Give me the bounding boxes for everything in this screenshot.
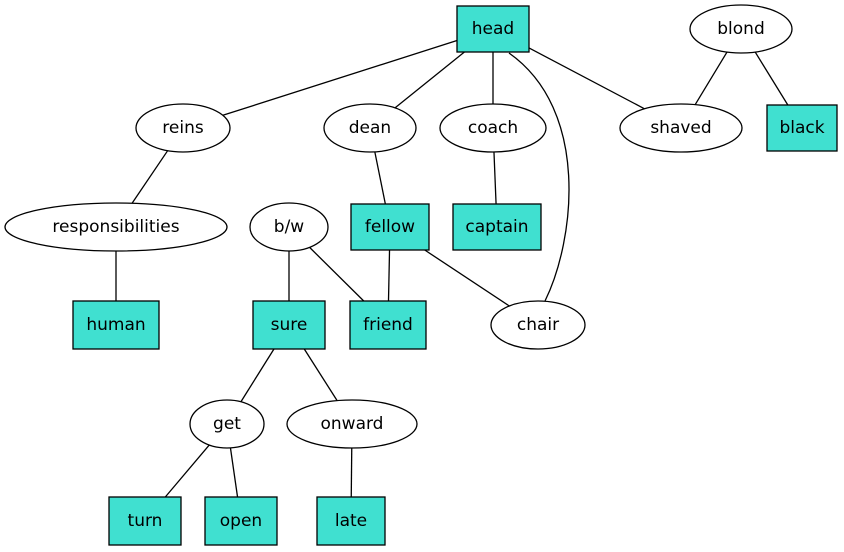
node-bw: b/w <box>249 202 329 252</box>
edge-head-dean <box>394 51 465 109</box>
node-onward: onward <box>286 399 418 449</box>
node-shaved-ellipse <box>619 103 743 153</box>
node-responsibilities-ellipse <box>4 202 228 252</box>
node-friend-label: friend <box>363 315 413 335</box>
edges-layer <box>115 39 789 498</box>
edge-head-chair <box>508 52 570 302</box>
node-dean-label: dean <box>349 118 391 138</box>
node-reins-label: reins <box>162 118 204 138</box>
node-head: head <box>456 5 530 53</box>
node-open-label: open <box>220 511 262 531</box>
edge-bw-friend <box>309 246 365 302</box>
node-friend: friend <box>349 300 427 350</box>
node-dean: dean <box>323 103 417 153</box>
node-open: open <box>204 496 278 546</box>
node-responsibilities: responsibilities <box>4 202 228 252</box>
node-black-box <box>766 104 838 152</box>
node-sure-box <box>252 300 326 350</box>
edge-reins-responsibilities <box>131 150 169 204</box>
node-reins: reins <box>135 103 231 153</box>
node-responsibilities-label: responsibilities <box>52 217 179 237</box>
node-head-box <box>456 5 530 53</box>
node-blond-label: blond <box>717 19 764 39</box>
node-turn-box <box>108 496 182 546</box>
node-turn-label: turn <box>128 511 163 531</box>
node-captain: captain <box>452 203 542 251</box>
node-sure: sure <box>252 300 326 350</box>
edge-dean-fellow <box>374 151 386 205</box>
node-get-label: get <box>213 414 241 434</box>
node-bw-ellipse <box>249 202 329 252</box>
node-fellow-label: fellow <box>365 217 415 237</box>
edge-sure-onward <box>303 348 338 401</box>
node-onward-ellipse <box>286 399 418 449</box>
edge-head-shaved <box>528 47 645 110</box>
node-human: human <box>72 300 160 350</box>
node-reins-ellipse <box>135 103 231 153</box>
node-blond-ellipse <box>689 4 793 54</box>
node-fellow-box <box>350 203 430 251</box>
node-get-ellipse <box>189 399 265 449</box>
edge-blond-shaved <box>694 51 728 105</box>
node-friend-box <box>349 300 427 350</box>
node-coach-ellipse <box>439 103 547 153</box>
node-late-box <box>316 496 386 546</box>
node-blond: blond <box>689 4 793 54</box>
node-onward-label: onward <box>321 414 384 434</box>
edge-head-reins <box>222 39 458 116</box>
edge-blond-black <box>754 51 789 106</box>
node-coach-label: coach <box>468 118 518 138</box>
node-get: get <box>189 399 265 449</box>
node-bw-label: b/w <box>274 217 305 237</box>
node-chair-label: chair <box>517 315 559 335</box>
node-shaved: shaved <box>619 103 743 153</box>
edge-get-turn <box>164 444 210 498</box>
edge-fellow-friend <box>387 249 391 302</box>
node-captain-box <box>452 203 542 251</box>
node-head-label: head <box>472 19 514 39</box>
node-chair: chair <box>490 300 586 350</box>
node-coach: coach <box>439 103 547 153</box>
edge-fellow-chair <box>424 249 510 307</box>
node-fellow: fellow <box>350 203 430 251</box>
node-turn: turn <box>108 496 182 546</box>
node-chair-ellipse <box>490 300 586 350</box>
node-dean-ellipse <box>323 103 417 153</box>
node-sure-label: sure <box>271 315 308 335</box>
node-shaved-label: shaved <box>650 118 711 138</box>
node-human-label: human <box>86 315 145 335</box>
node-captain-label: captain <box>465 217 528 237</box>
node-late-label: late <box>335 511 367 531</box>
node-late: late <box>316 496 386 546</box>
edge-coach-captain <box>493 151 497 205</box>
edge-get-open <box>229 447 239 498</box>
node-open-box <box>204 496 278 546</box>
node-human-box <box>72 300 160 350</box>
node-black-label: black <box>779 118 824 138</box>
edge-onward-late <box>350 447 353 498</box>
edge-sure-get <box>240 348 275 403</box>
node-black: black <box>766 104 838 152</box>
nodes-layer: head blond reins dean coach shaved black respon… <box>4 4 838 546</box>
